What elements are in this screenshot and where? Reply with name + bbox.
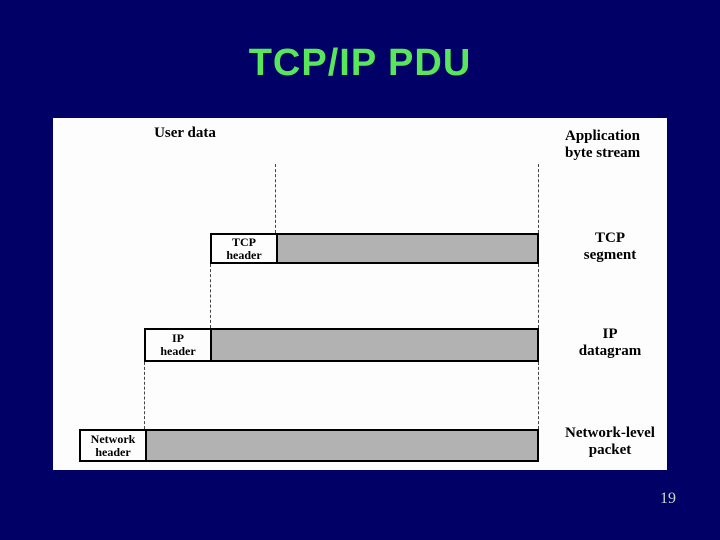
diagram-panel: User data Application byte stream TCP he… [53, 118, 667, 470]
network-header-line2: header [95, 444, 131, 459]
tcp-header-line1: TCP [232, 234, 256, 249]
dashed-line [538, 164, 539, 233]
dashed-line [210, 264, 211, 328]
network-packet-row: Network header [79, 429, 539, 462]
ip-datagram-label-line1: IP [602, 326, 618, 342]
tcp-segment-label: TCP segment [553, 230, 667, 264]
network-packet-label: Network-level packet [553, 425, 667, 459]
ip-payload-bar [212, 330, 537, 360]
network-header-line1: Network [90, 431, 136, 446]
ip-datagram-row: IP header [144, 328, 539, 362]
tcp-header-box: TCP header [212, 235, 278, 262]
tcp-segment-label-line2: segment [583, 247, 637, 263]
dashed-line [144, 362, 145, 429]
tcp-segment-label-line1: TCP [595, 230, 625, 246]
tcp-segment-row: TCP header [210, 233, 539, 264]
user-data-label: User data [154, 125, 216, 141]
ip-header-line1: IP [172, 331, 184, 345]
ip-header-line2: header [160, 344, 196, 358]
dashed-line [275, 164, 276, 233]
ip-datagram-label-line2: datagram [578, 343, 642, 359]
dashed-line [538, 362, 539, 429]
network-packet-label-line2: packet [588, 442, 632, 458]
network-payload-bar [147, 431, 537, 460]
ip-datagram-label: IP datagram [553, 326, 667, 360]
application-label-line2: byte stream [565, 145, 641, 161]
ip-header-box: IP header [146, 330, 212, 360]
page-number: 19 [660, 490, 676, 507]
dashed-line [538, 264, 539, 328]
tcp-header-line2: header [226, 247, 262, 262]
tcp-payload-bar [278, 235, 537, 262]
slide-title: TCP/IP PDU [248, 42, 472, 84]
application-label-line1: Application [565, 128, 641, 144]
user-data-box: User data [53, 118, 317, 149]
network-header-box: Network header [81, 431, 147, 460]
application-byte-stream-label: Application byte stream [565, 128, 667, 162]
network-packet-label-line1: Network-level [565, 425, 655, 441]
